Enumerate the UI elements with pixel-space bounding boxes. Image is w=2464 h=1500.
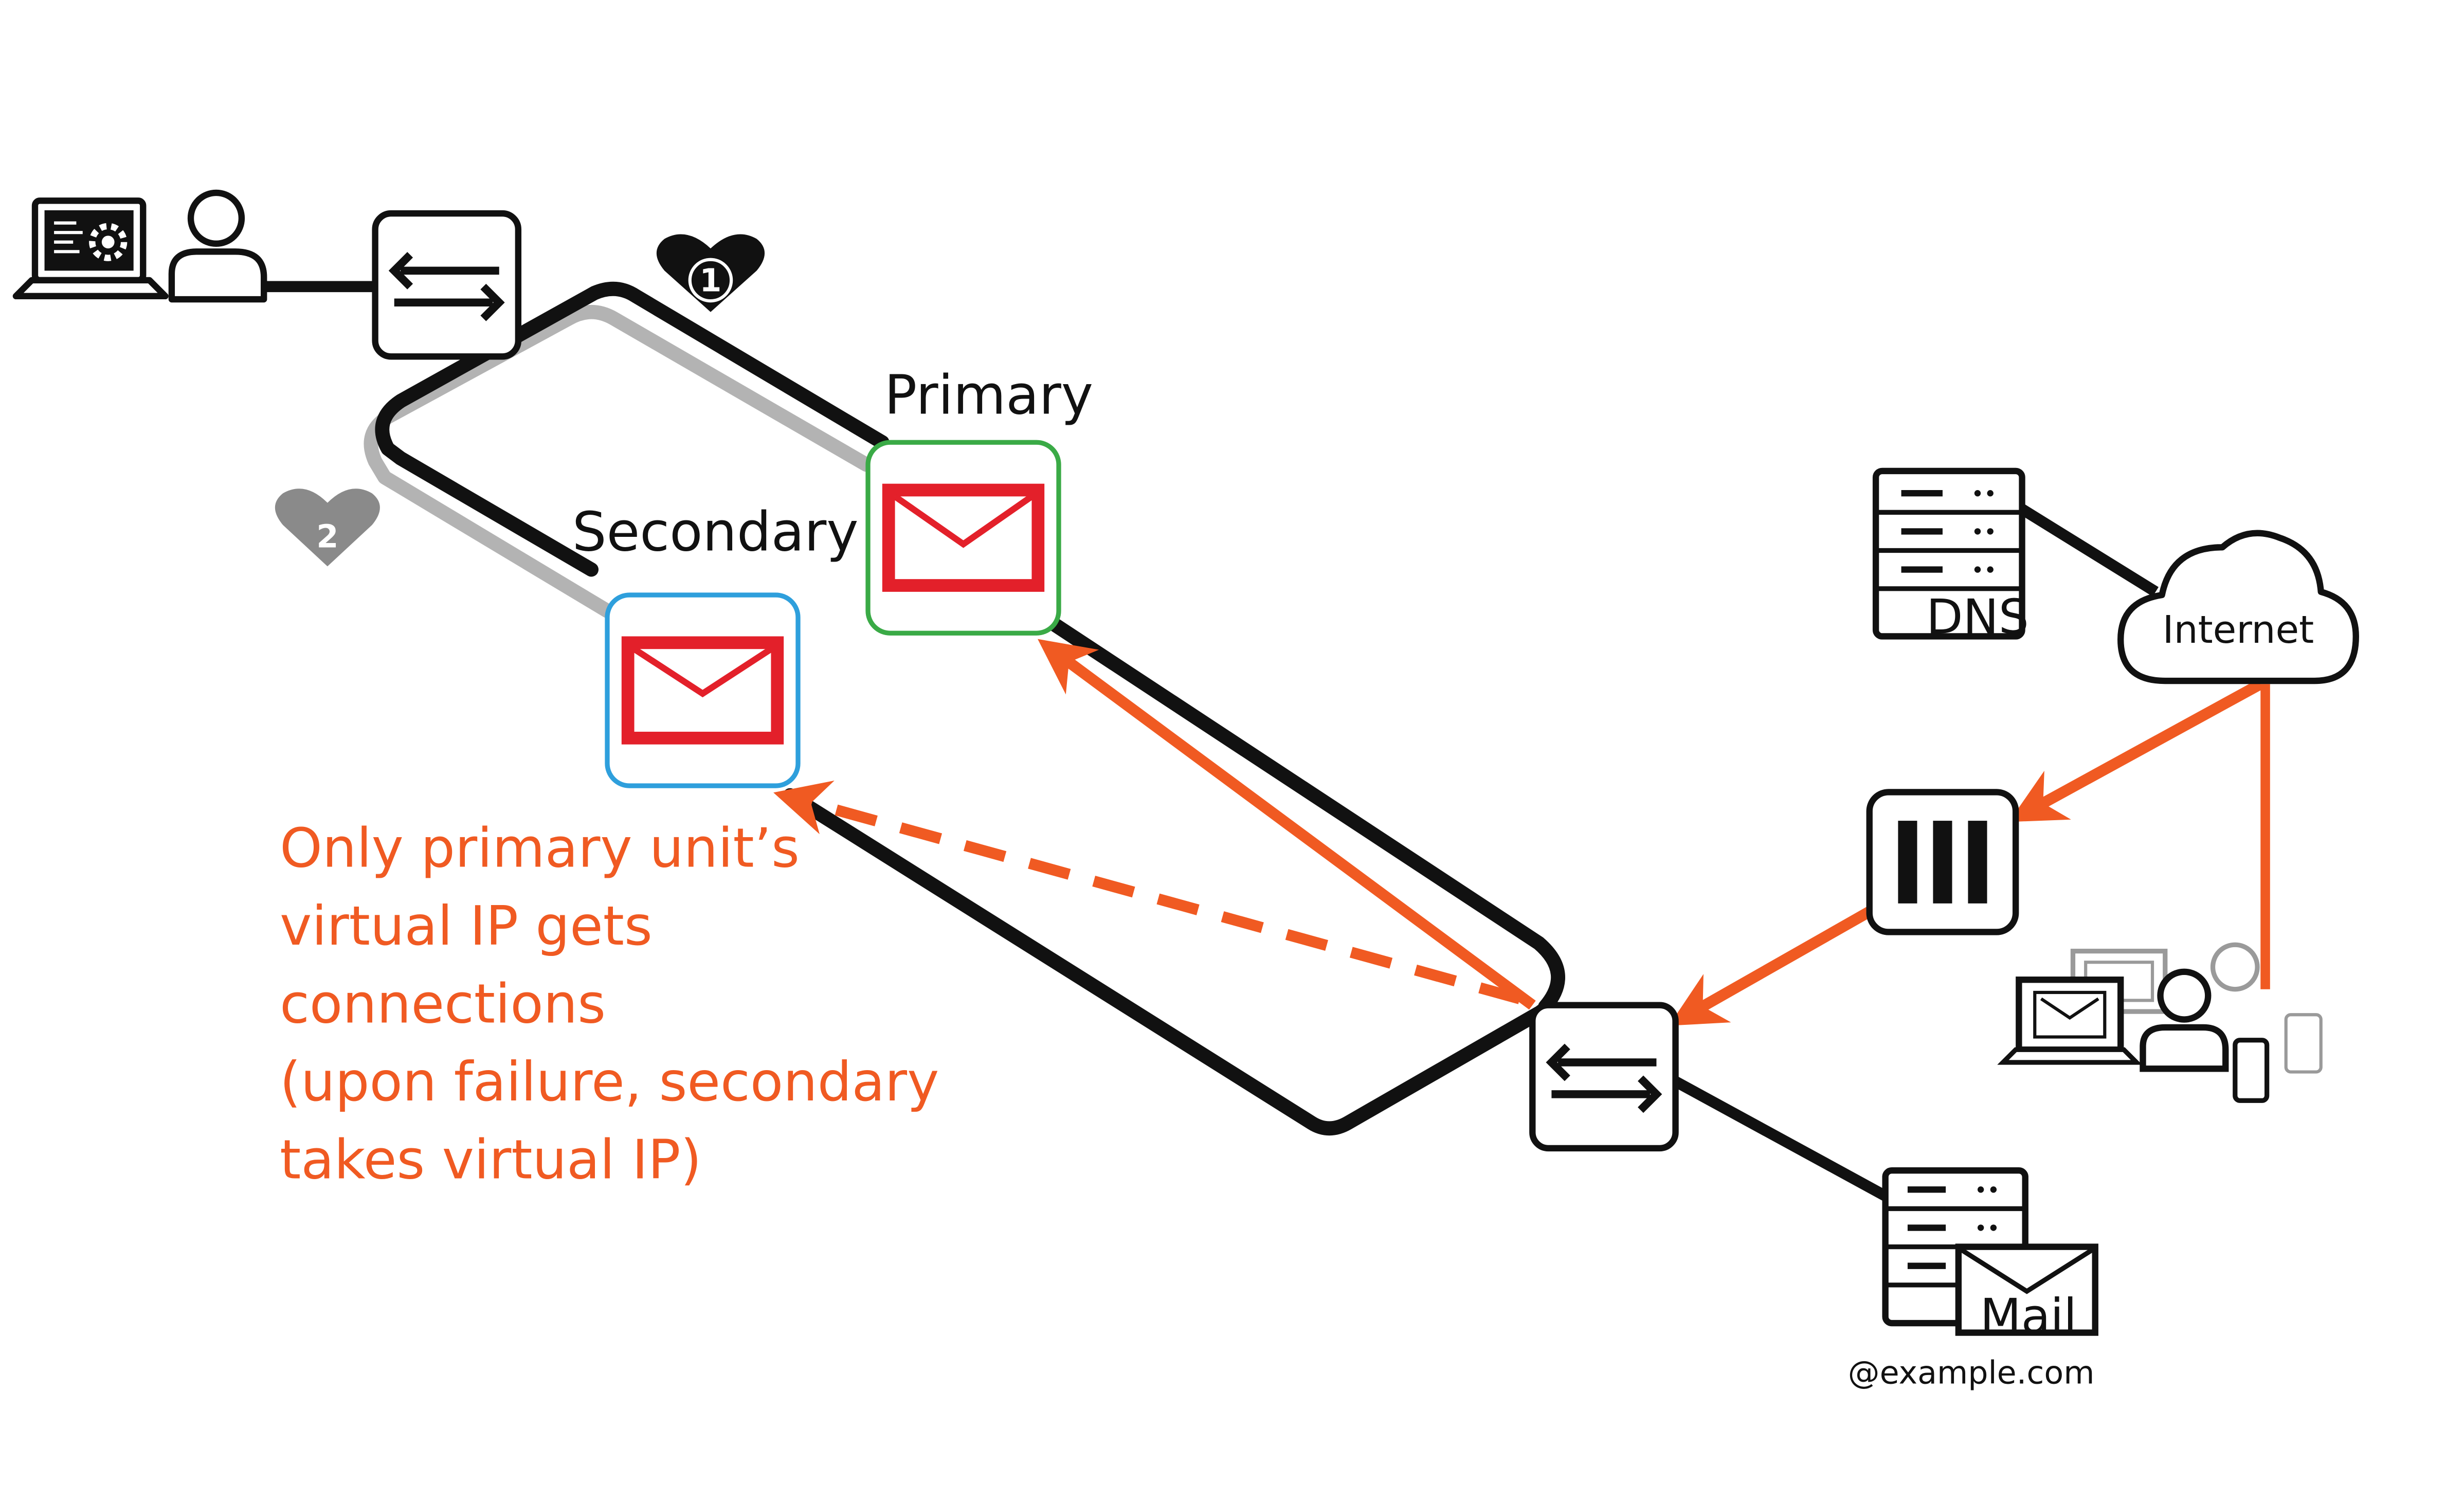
note-line-2: virtual IP gets [280, 894, 653, 957]
note-line-1: Only primary unit’s [280, 817, 800, 880]
switch-to-mail-link [1673, 1076, 1888, 1201]
user-icon [168, 189, 267, 303]
heartbeat-2-icon: 2 [275, 489, 380, 567]
traffic-to-secondary-dashed-arrow [773, 780, 1521, 1004]
firewall-to-switch-arrow [1669, 905, 1876, 1026]
internet-label: Internet [2163, 608, 2314, 652]
secondary-to-switch-link [783, 788, 1546, 1136]
note-line-3: connections [280, 972, 606, 1036]
cloud-icon [2117, 530, 2359, 684]
client-devices-icon [1997, 942, 2323, 1103]
mail-server-icon [1882, 1167, 2098, 1336]
dns-server-icon [1872, 467, 2025, 640]
laptop-settings-icon [12, 197, 169, 300]
primary-unit[interactable] [865, 440, 1061, 636]
internet-to-firewall-arrow [2008, 679, 2263, 822]
secondary-label: Secondary [572, 500, 859, 564]
note-line-4: (upon failure, secondary [280, 1050, 939, 1113]
domain-label: @example.com [1848, 1354, 2095, 1391]
traffic-to-primary-arrow [1038, 639, 1536, 1010]
secondary-unit[interactable] [605, 592, 801, 788]
primary-heartbeat-link-upper [375, 281, 890, 577]
dns-label: DNS [1926, 589, 2029, 644]
heartbeat-1-icon: 1 [656, 234, 765, 312]
left-switch-icon [372, 210, 522, 360]
dns-to-internet-link [2019, 504, 2159, 597]
note-line-5: takes virtual IP) [280, 1128, 701, 1191]
secondary-envelope-icon [621, 636, 784, 745]
primary-label: Primary [884, 364, 1093, 427]
heartbeat-1-label: 1 [699, 262, 721, 299]
primary-heartbeat-link [1048, 618, 1565, 1014]
heartbeat-2-label: 2 [316, 518, 338, 555]
firewall-icon [1866, 789, 2019, 935]
mail-label: Mail [1980, 1289, 2077, 1344]
failover-note: Only primary unit’s virtual IP gets conn… [280, 817, 939, 1191]
primary-envelope-icon [882, 483, 1045, 592]
right-switch-icon [1529, 1002, 1679, 1152]
